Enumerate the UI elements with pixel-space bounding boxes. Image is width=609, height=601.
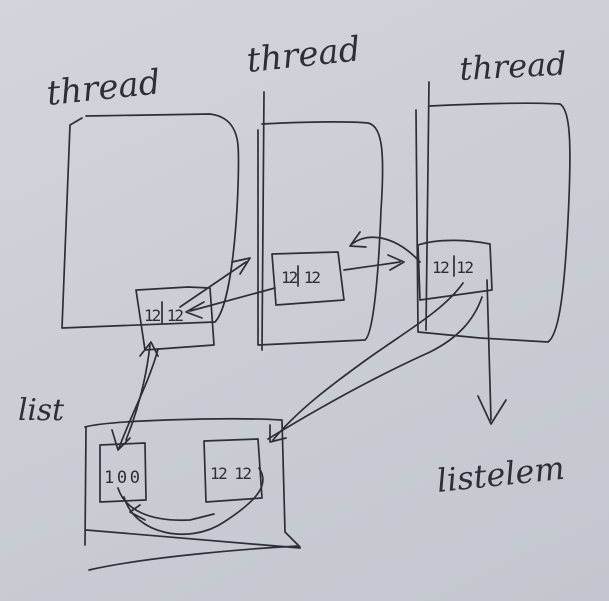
list-tail-node-box [203,438,263,503]
link-thread3-thread2 [349,231,421,263]
thread3-elem-box [417,239,493,301]
thread-box-3 [415,102,571,343]
thread-box-2 [257,121,384,346]
listelem-arrow [477,279,507,425]
link-thread1-list-down [111,348,159,451]
node-thread1: 12 12 [144,306,184,325]
thread-label-2: thread [245,29,363,81]
link-thread3-tail [269,282,464,443]
listelem-label: listelem [435,449,566,500]
thread-line-2 [261,91,265,351]
node-list-head: 1 0 0 [104,468,140,488]
list-head-node-box [99,442,147,503]
list-box [84,417,301,571]
link-tail-thread3 [267,296,483,440]
node-thread2: 12 12 [281,268,321,287]
thread-line-3 [425,81,430,331]
link-thread2-thread1 [185,287,276,319]
thread-label-3: thread [458,44,567,88]
list-label: list [18,393,65,428]
link-thread2-thread3 [343,254,405,271]
node-thread3: 12 12 [432,258,474,277]
link-thread1-thread2 [179,257,251,308]
thread1-elem-box [135,286,215,351]
thread-box-1 [61,113,240,329]
link-head-tail-loop [117,467,264,536]
thread-label-1: thread [45,62,163,114]
node-list-tail: 12 12 [210,464,252,483]
